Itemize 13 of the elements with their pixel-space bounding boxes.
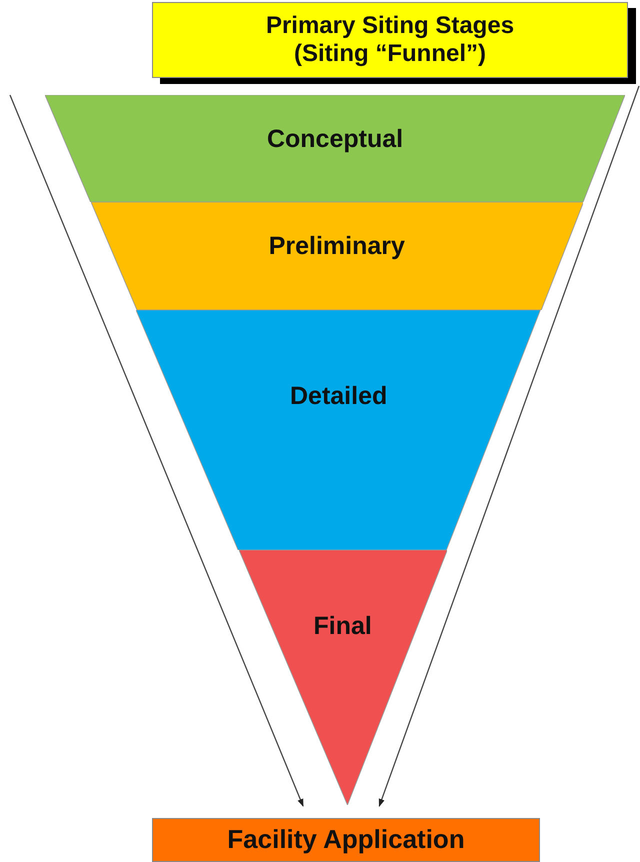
arrow	[9, 94, 304, 807]
stage-label: Final	[314, 612, 372, 641]
funnel-tip	[238, 550, 447, 805]
stage-label: Detailed	[290, 382, 388, 411]
stage-label: Preliminary	[268, 232, 405, 261]
funnel-band	[90, 202, 584, 310]
funnel-band	[45, 95, 625, 202]
arrow	[378, 86, 640, 807]
funnel-band	[136, 310, 541, 550]
stage-label: Facility Application	[227, 825, 465, 855]
stage-label: Conceptual	[266, 125, 404, 154]
title-text: Primary Siting Stages (Siting “Funnel”)	[264, 12, 516, 68]
application-box	[152, 818, 540, 862]
